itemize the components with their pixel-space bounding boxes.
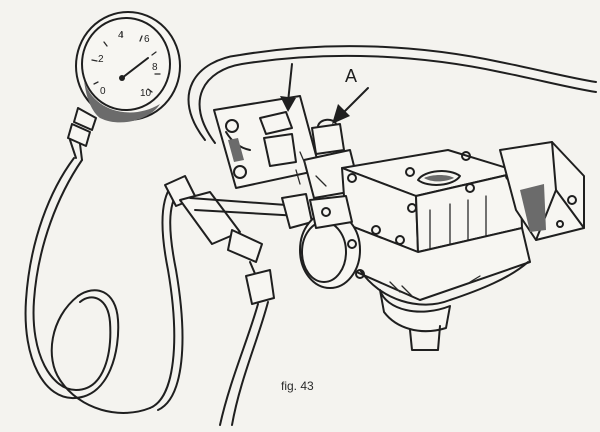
figure-caption: fig. 43 xyxy=(281,379,314,393)
t-piece-connector xyxy=(164,175,313,426)
pressure-gauge: 0 2 4 6 8 10 xyxy=(67,11,181,161)
manifold-flange xyxy=(213,95,321,189)
throttle-body xyxy=(299,195,365,289)
dial-number-4: 4 xyxy=(118,30,124,41)
dial-number-10: 10 xyxy=(140,88,152,99)
dial-number-0: 0 xyxy=(100,86,106,97)
callout-label-a: A xyxy=(345,66,358,86)
carburetor-body xyxy=(341,149,531,351)
dial-number-2: 2 xyxy=(98,54,104,65)
dial-number-8: 8 xyxy=(152,62,158,73)
fuel-supply-pipe xyxy=(187,45,597,144)
pointer-arrow-a xyxy=(332,87,369,124)
pointer-arrow-left xyxy=(280,63,296,112)
choke-housing xyxy=(499,141,585,241)
hatching-details xyxy=(295,151,481,297)
dial-number-6: 6 xyxy=(144,34,150,45)
gauge-hose xyxy=(24,157,184,414)
